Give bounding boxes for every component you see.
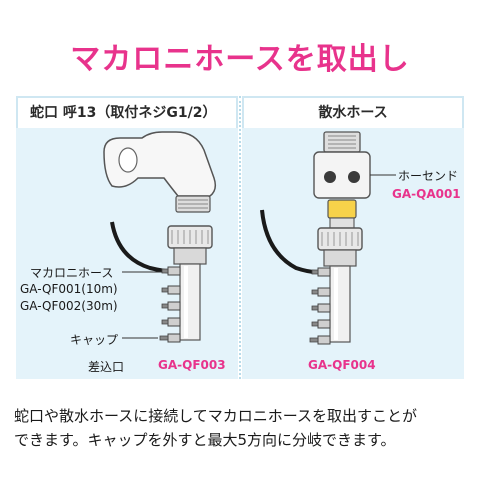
label-macaroni-hose: マカロニホース [30,266,114,280]
label-qf002-row: GA-QF002(30m) [20,299,118,313]
panel-divider [239,96,241,379]
branch-unit-qf003 [159,225,213,343]
model-qf002: GA-QF002 [20,299,82,313]
label-inlet: 差込口 [88,360,125,374]
page-title: マカロニホースを取出し [70,42,410,77]
description-line-2: できます。キャップを外すと最大5方向に分岐できます。 [14,431,396,449]
faucet-panel-header: 蛇口 呼13（取付ネジG1/2） [16,96,238,128]
model-qf001: GA-QF001 [20,282,82,296]
faucet-illustration [103,131,217,213]
description-text: 蛇口や散水ホースに接続してマカロニホースを取出すことが できます。キャップを外す… [14,404,470,452]
label-cap: キャップ [70,333,119,347]
model-qf003: GA-QF003 [158,358,226,372]
length-qf001: (10m) [81,282,118,296]
branch-unit-qf004 [309,199,363,345]
hosend-illustration [313,131,371,199]
length-qf002: (30m) [81,299,118,313]
label-qf001-row: GA-QF001(10m) [20,282,118,296]
description-line-1: 蛇口や散水ホースに接続してマカロニホースを取出すことが [14,407,418,425]
hose-panel-header: 散水ホース [242,96,464,128]
model-qa001: GA-QA001 [392,187,461,201]
label-hosend: ホーセンド [398,169,459,183]
leader-lines-left [122,271,162,339]
model-qf004: GA-QF004 [308,358,376,372]
sprinkler-hose-right [260,209,317,274]
